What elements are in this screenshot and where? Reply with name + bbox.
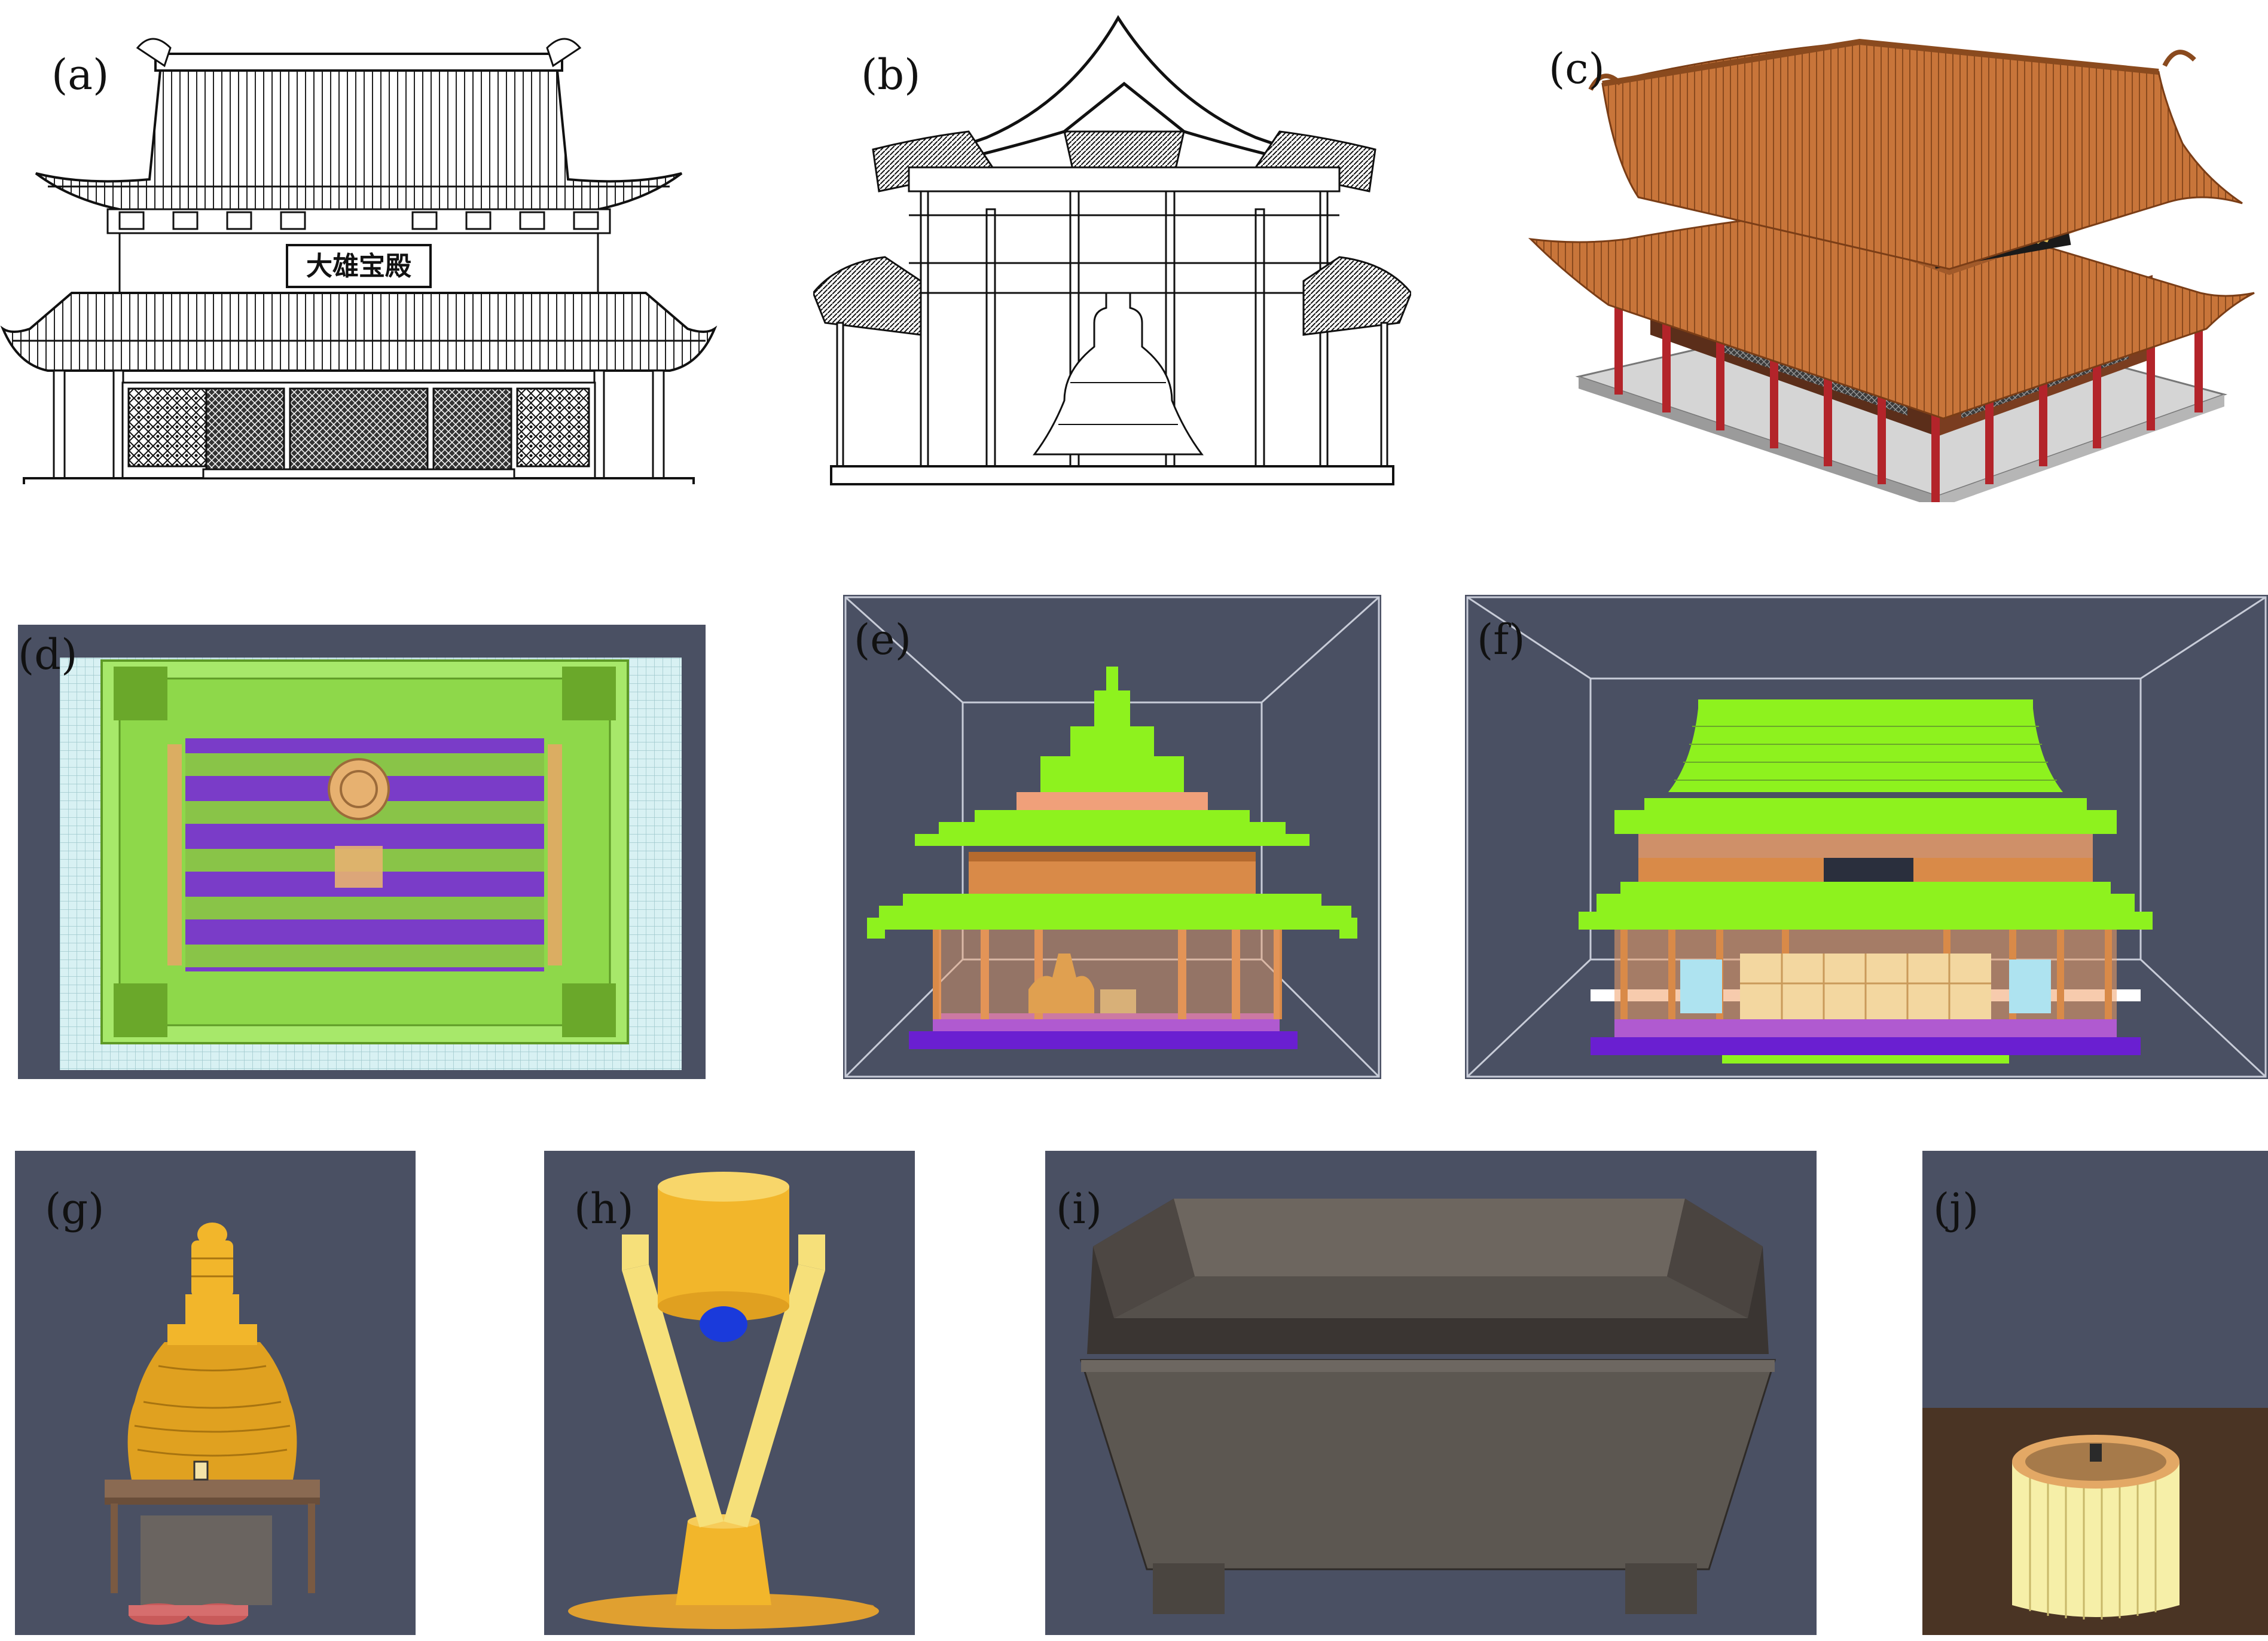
label-a: (a): [51, 50, 109, 99]
label-g: (g): [45, 1184, 105, 1233]
panel-j-incense-burner-model: (j): [1922, 1151, 2268, 1635]
colored-3d-temple-model: 大雄宝殿: [1528, 38, 2255, 502]
panel-a-front-elevation: 大雄宝殿 (a): [0, 30, 718, 484]
panel-c-3d-model: 大雄宝殿 (c): [1519, 24, 2268, 502]
panel-h-candle-holder-model: (h): [544, 1151, 915, 1635]
label-e: (e): [854, 615, 912, 664]
panel-d-voxel-top-view: (d): [18, 625, 706, 1079]
label-f: (f): [1477, 615, 1525, 664]
incense-burner-model: [1922, 1408, 2268, 1635]
voxel-top-view: [60, 658, 682, 1070]
label-d: (d): [18, 630, 78, 679]
panel-i-basin-model: (i): [1045, 1151, 1817, 1635]
basin-model: [1079, 1199, 1776, 1614]
label-j: (j): [1933, 1184, 1979, 1233]
panel-b-section: (b): [813, 12, 1411, 490]
panel-e-voxel-side-view: (e): [843, 595, 1381, 1079]
voxel-front-view: [1466, 596, 2267, 1078]
panel-g-stupa-model: (g): [15, 1151, 416, 1635]
candle-holder-model: [568, 1172, 879, 1629]
front-elevation-drawing: 大雄宝殿: [0, 38, 718, 484]
stupa-altar-model: [105, 1223, 320, 1625]
label-i: (i): [1056, 1184, 1103, 1233]
signboard-text-a: 大雄宝殿: [306, 251, 411, 282]
panel-f-voxel-front-view: (f): [1465, 595, 2268, 1079]
label-c: (c): [1549, 44, 1605, 93]
label-b: (b): [861, 50, 921, 99]
label-h: (h): [574, 1184, 634, 1233]
cross-section-drawing: [813, 15, 1411, 485]
voxel-side-view: [844, 596, 1380, 1078]
